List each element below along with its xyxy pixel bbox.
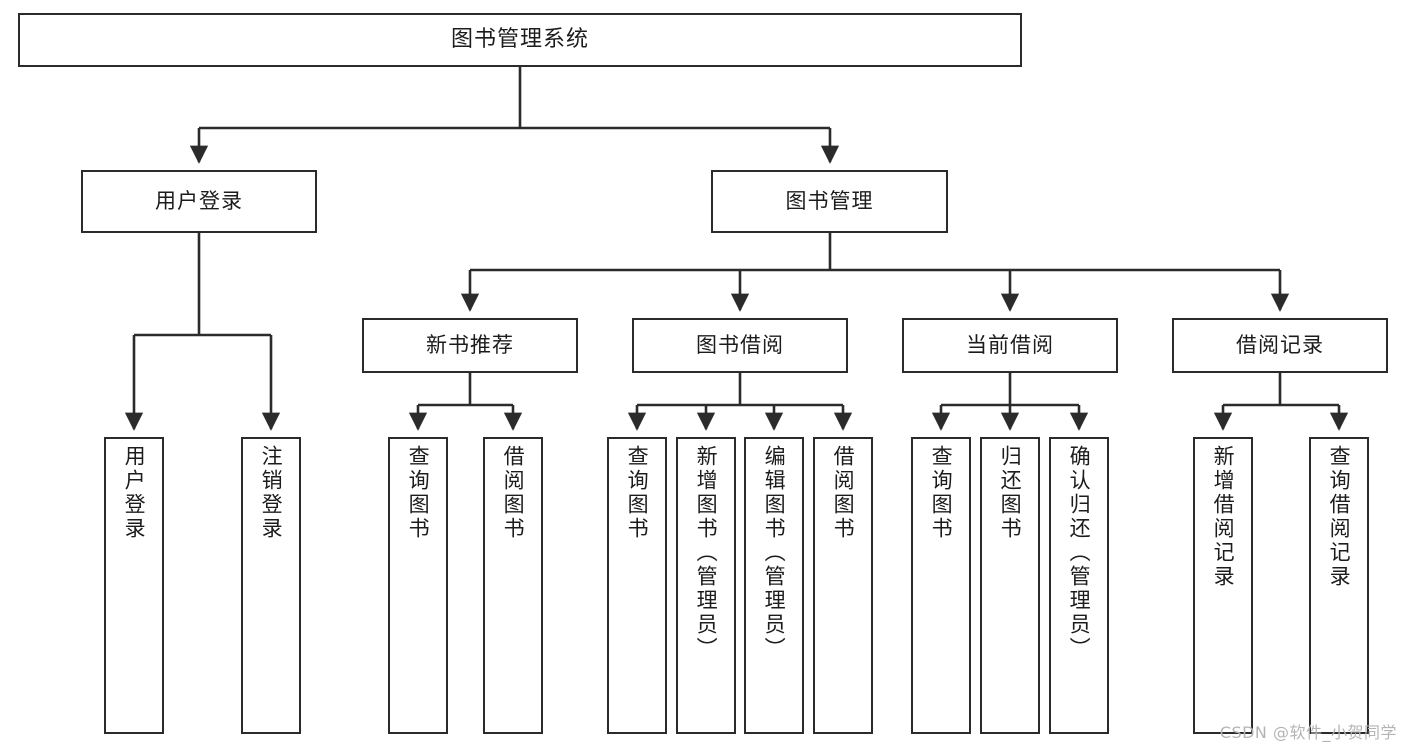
node-label: 借阅记录 <box>1236 332 1324 357</box>
node-label: 新增借阅记录 <box>1211 445 1236 589</box>
node-label: 查询图书 <box>929 445 954 541</box>
leaf-user-login-signout[interactable]: 注销登录 <box>241 437 301 734</box>
leaf-borrowrecord-add-record[interactable]: 新增借阅记录 <box>1193 437 1253 734</box>
node-label: 查询图书 <box>625 445 650 541</box>
node-book-management[interactable]: 图书管理 <box>711 170 948 233</box>
node-label: 归还图书 <box>998 445 1023 541</box>
node-current-borrow[interactable]: 当前借阅 <box>902 318 1118 373</box>
leaf-currentborrow-confirm-return-admin[interactable]: 确认归还（管理员） <box>1049 437 1109 734</box>
node-borrow-record[interactable]: 借阅记录 <box>1172 318 1388 373</box>
leaf-borrowrecord-query-record[interactable]: 查询借阅记录 <box>1309 437 1369 734</box>
node-root-system[interactable]: 图书管理系统 <box>18 13 1022 67</box>
node-label: 借阅图书 <box>831 445 856 541</box>
node-label: 查询图书 <box>406 445 431 541</box>
node-label: 用户登录 <box>122 445 147 541</box>
node-label: 图书借阅 <box>696 332 784 357</box>
leaf-newbook-borrow-book[interactable]: 借阅图书 <box>483 437 543 734</box>
leaf-currentborrow-query-book[interactable]: 查询图书 <box>911 437 971 734</box>
node-label: 确认归还（管理员） <box>1067 445 1092 661</box>
node-label: 注销登录 <box>259 445 284 541</box>
node-label: 新书推荐 <box>426 332 514 357</box>
leaf-user-login-signin[interactable]: 用户登录 <box>104 437 164 734</box>
node-label: 借阅图书 <box>501 445 526 541</box>
leaf-currentborrow-return-book[interactable]: 归还图书 <box>980 437 1040 734</box>
leaf-bookborrow-add-book-admin[interactable]: 新增图书（管理员） <box>676 437 736 734</box>
node-new-book-recommend[interactable]: 新书推荐 <box>362 318 578 373</box>
node-book-borrow[interactable]: 图书借阅 <box>632 318 848 373</box>
leaf-bookborrow-query-book[interactable]: 查询图书 <box>607 437 667 734</box>
node-label: 编辑图书（管理员） <box>762 445 787 661</box>
node-label: 新增图书（管理员） <box>694 445 719 661</box>
node-label: 当前借阅 <box>966 332 1054 357</box>
node-label: 用户登录 <box>155 188 243 213</box>
node-user-login[interactable]: 用户登录 <box>81 170 317 233</box>
node-label: 图书管理系统 <box>450 26 589 52</box>
node-label: 查询借阅记录 <box>1327 445 1352 589</box>
leaf-bookborrow-edit-book-admin[interactable]: 编辑图书（管理员） <box>744 437 804 734</box>
node-label: 图书管理 <box>785 188 874 213</box>
leaf-newbook-query-book[interactable]: 查询图书 <box>388 437 448 734</box>
watermark: CSDN @软件_小贺同学 <box>1219 723 1397 742</box>
leaf-bookborrow-borrow-book[interactable]: 借阅图书 <box>813 437 873 734</box>
